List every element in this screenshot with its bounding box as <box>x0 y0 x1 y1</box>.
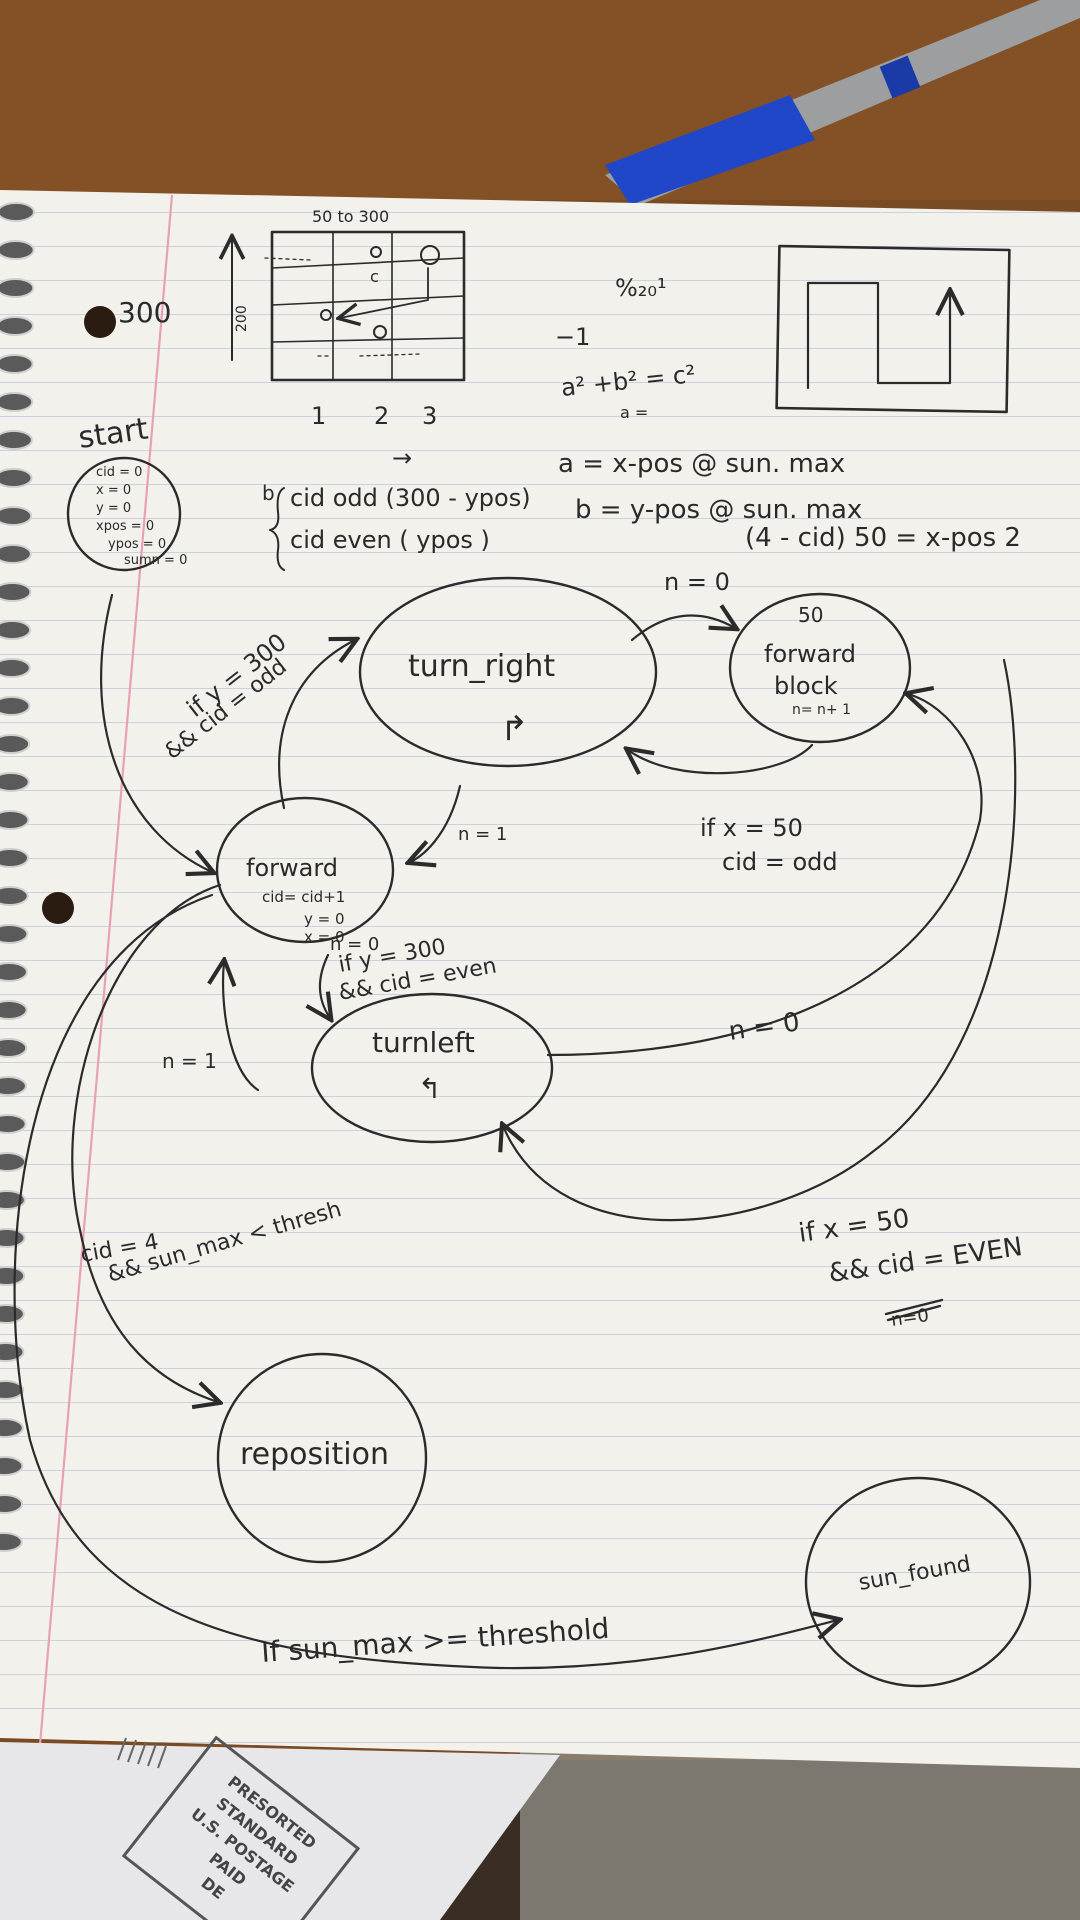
spiral-ring <box>0 582 32 602</box>
spiral-ring <box>0 734 31 754</box>
spiral-ring <box>0 1494 24 1514</box>
ballpoint-pen <box>605 0 1080 205</box>
top-axis-label: 50 to 300 <box>312 207 389 226</box>
axis-short-label: 200 <box>234 305 250 332</box>
x50-odd-condition: cid = odd <box>722 848 838 876</box>
forward-block-title: block <box>774 672 838 700</box>
binder-hole <box>84 306 116 338</box>
reposition-state <box>216 1352 428 1564</box>
spiral-ring <box>0 1456 24 1476</box>
notebook-page <box>0 190 1080 1768</box>
spiral-ring <box>0 1266 26 1286</box>
start-line: x = 0 <box>96 483 131 498</box>
binder-hole <box>42 892 74 924</box>
turn-left-icon: ↰ <box>418 1072 441 1105</box>
forward-line: cid= cid+1 <box>262 888 345 906</box>
start-state <box>66 456 182 572</box>
turn-left-n-label: n = 0 <box>330 934 379 955</box>
spiral-ring <box>0 240 35 260</box>
forward-block-state <box>728 592 912 744</box>
column-label: 2 <box>374 402 389 430</box>
spiral-ring <box>0 202 35 222</box>
spiral-ring <box>0 1418 24 1438</box>
turn-right-label: turn_right <box>408 649 555 684</box>
spiral-ring <box>0 1304 25 1324</box>
n-one-label: n = 1 <box>458 824 507 845</box>
grid-letter: c <box>370 267 379 286</box>
cid-even-rule: cid even ( ypos ) <box>290 526 490 554</box>
start-line: cid = 0 <box>96 465 142 480</box>
spiral-ring <box>0 1380 25 1400</box>
spiral-ring <box>0 620 32 640</box>
turn-left-state <box>310 992 554 1144</box>
spiral-ring <box>0 392 34 412</box>
sun-found-state <box>804 1476 1032 1688</box>
start-line: sumn = 0 <box>124 553 187 568</box>
spiral-ring <box>0 430 33 450</box>
forward-block-title: forward <box>764 640 856 668</box>
column-label: 1 <box>311 402 326 430</box>
spiral-ring <box>0 696 31 716</box>
forward-line: y = 0 <box>304 910 345 928</box>
spiral-ring <box>0 544 32 564</box>
fraction-note: %₂₀¹ <box>615 274 667 302</box>
forward-line: x = 0 <box>304 928 345 946</box>
spiral-ring <box>0 506 33 526</box>
spiral-ring <box>0 886 29 906</box>
forward-label: forward <box>246 854 338 882</box>
spiral-ring <box>0 658 31 678</box>
spiral-ring <box>0 1152 27 1172</box>
turn-left-label: turnleft <box>372 1026 475 1059</box>
spiral-ring <box>0 1342 25 1362</box>
spiral-ring <box>0 1228 26 1248</box>
spiral-ring <box>0 278 35 298</box>
spiral-ring <box>0 924 29 944</box>
n-reset-label: n = 0 <box>664 568 730 596</box>
arrow-hint: → <box>392 444 412 472</box>
spiral-ring <box>0 772 30 792</box>
start-line: xpos = 0 <box>96 519 154 534</box>
n-one-left-label: n = 1 <box>162 1049 217 1073</box>
spiral-ring <box>0 468 33 488</box>
grid-sketch <box>232 230 466 382</box>
spiral-ring <box>0 1076 27 1096</box>
spiral-ring <box>0 810 30 830</box>
cid-odd-rule: cid odd (300 - ypos) <box>290 484 531 512</box>
b-definition: b = y-pos @ sun. max <box>575 495 862 525</box>
spiral-ring <box>0 316 34 336</box>
reposition-label: reposition <box>240 1437 389 1472</box>
a-stub: a = <box>620 403 648 422</box>
path-sketch <box>775 244 1011 414</box>
column-label: 3 <box>422 402 437 430</box>
spiral-ring <box>0 848 30 868</box>
left-value: 300 <box>118 296 171 329</box>
minus-note: −1 <box>555 323 590 351</box>
start-line: y = 0 <box>96 501 131 516</box>
spiral-ring <box>0 1038 28 1058</box>
spiral-ring <box>0 1532 23 1552</box>
forward-block-top: 50 <box>798 603 823 627</box>
b-brace-label: b <box>262 481 275 505</box>
turn-right-icon: ↱ <box>500 709 529 749</box>
forward-block-sub: n= n+ 1 <box>792 702 851 718</box>
turn-right-state <box>358 576 658 768</box>
spiral-ring <box>0 1114 27 1134</box>
spiral-ring <box>0 354 34 374</box>
spiral-ring <box>0 962 28 982</box>
transition-arrows <box>13 593 1017 1670</box>
spiral-binding <box>0 202 35 1552</box>
x-pos2-formula: (4 - cid) 50 = x-pos 2 <box>745 523 1021 553</box>
envelope: PRESORTED STANDARD U.S. POSTAGE PAID DE <box>0 1735 560 1920</box>
a-definition: a = x-pos @ sun. max <box>558 449 845 479</box>
x50-odd-condition: if x = 50 <box>700 814 803 842</box>
spiral-ring <box>0 1000 28 1020</box>
start-line: ypos = 0 <box>108 537 166 552</box>
